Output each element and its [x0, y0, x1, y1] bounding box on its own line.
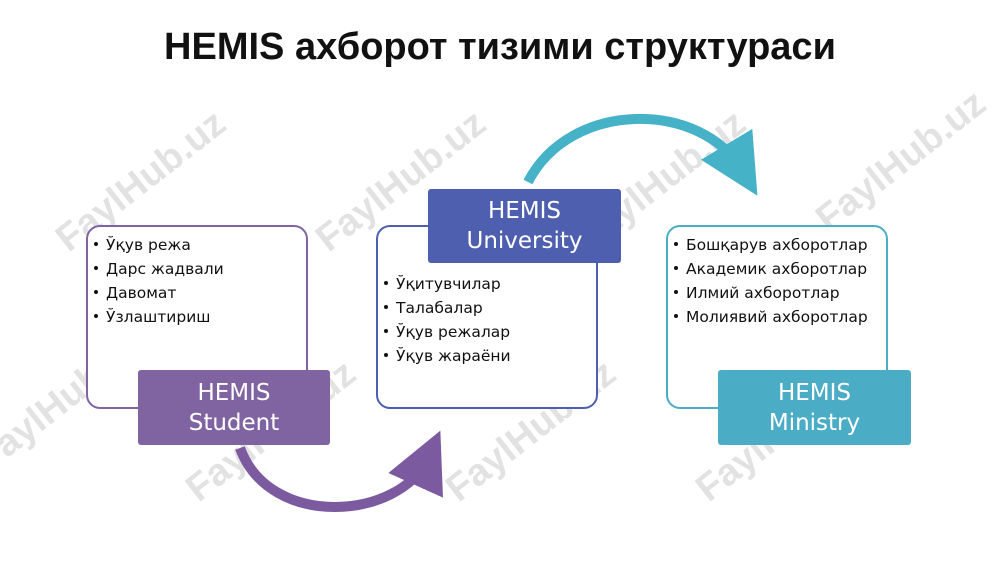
ministry-label: HEMIS Ministry [718, 370, 911, 445]
university-label-line2: University [466, 228, 583, 254]
student-label-line1: HEMIS [197, 379, 271, 406]
list-item: Ўқув жараёни [384, 344, 596, 368]
student-list: Ўқув режа Дарс жадвали Давомат Ўзлаштири… [94, 233, 306, 329]
list-item: Талабалар [384, 296, 596, 320]
university-label: HEMIS University [428, 189, 621, 263]
list-item: Ўқув режалар [384, 320, 596, 344]
list-item: Ўқитувчилар [384, 272, 596, 296]
list-item: Давомат [94, 281, 306, 305]
ministry-label-line2: Ministry [768, 409, 861, 436]
list-item: Молиявий ахборотлар [674, 305, 886, 329]
ministry-list: Бошқарув ахборотлар Академик ахборотлар … [674, 233, 886, 329]
list-item: Ўқув режа [94, 233, 306, 257]
student-box: Ўқув режа Дарс жадвали Давомат Ўзлаштири… [86, 225, 308, 409]
arrow-university-to-ministry [523, 114, 758, 196]
student-label-line2: Student [188, 409, 280, 436]
student-label: HEMIS Student [138, 370, 330, 445]
page-title: HEMIS ахборот тизими структураси [164, 26, 836, 68]
university-list: Ўқитувчилар Талабалар Ўқув режалар Ўқув … [384, 272, 596, 368]
list-item: Академик ахборотлар [674, 257, 886, 281]
list-item: Илмий ахборотлар [674, 281, 886, 305]
list-item: Дарс жадвали [94, 257, 306, 281]
ministry-label-line1: HEMIS [777, 379, 852, 406]
list-item: Бошқарув ахборотлар [674, 233, 886, 257]
university-label-line1: HEMIS [487, 198, 562, 224]
list-item: Ўзлаштириш [94, 305, 306, 329]
arrow-student-to-university [235, 430, 443, 512]
